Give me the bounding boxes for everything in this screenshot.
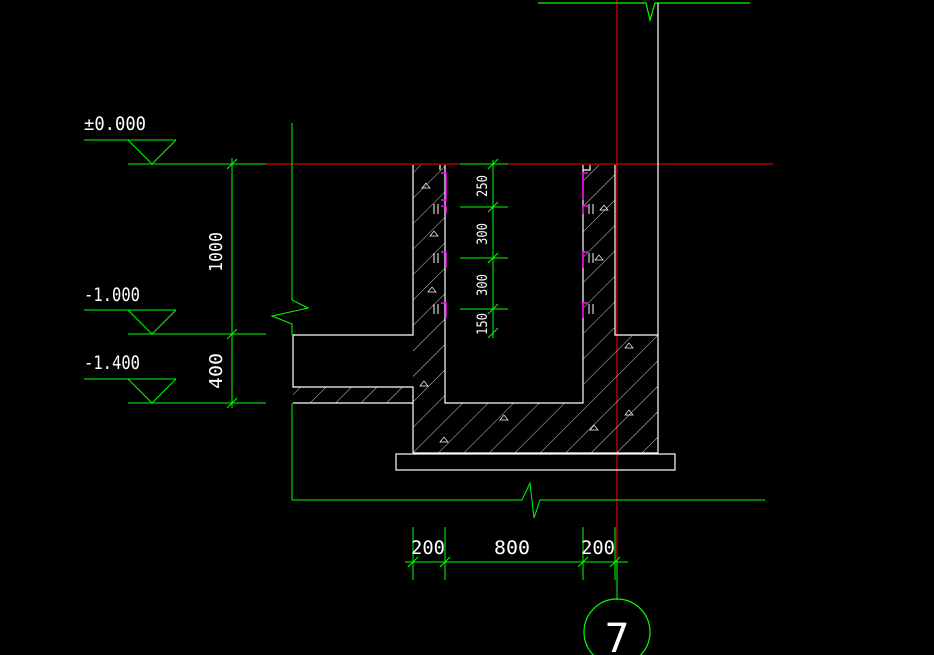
inner-dim-3: 300 xyxy=(475,274,491,296)
structure-outline xyxy=(292,2,750,471)
left-dimension-line xyxy=(226,158,238,409)
boundary-lines xyxy=(270,123,765,519)
top-break-line xyxy=(640,2,750,23)
right-wall-outline xyxy=(413,165,659,454)
concrete-hatch xyxy=(293,165,658,453)
axis-lines xyxy=(265,0,773,600)
bottom-dimension-line xyxy=(405,527,628,580)
inner-dimension-line xyxy=(460,158,508,339)
grid-axis-label: 7 xyxy=(604,616,629,655)
elevation-markers xyxy=(84,139,266,404)
pit-inner-outline xyxy=(444,165,584,404)
elevation-ground-label: ±0.000 xyxy=(84,113,146,135)
elevation-level-2-label: -1.400 xyxy=(84,352,140,374)
right-step xyxy=(583,165,591,171)
grid-axis-bubble: 7 xyxy=(583,560,651,655)
left-slab-outline xyxy=(292,165,414,404)
bottom-dim-left-wall: 200 xyxy=(411,537,445,559)
inner-dim-2: 300 xyxy=(475,223,491,245)
left-dim-lower: 400 xyxy=(206,353,227,389)
bottom-dim-right-wall: 200 xyxy=(581,537,615,559)
elevation-level-1-label: -1.000 xyxy=(84,284,140,306)
grid-axis-circle xyxy=(583,598,651,655)
rebar-marks xyxy=(441,172,588,318)
inner-dim-4: 150 xyxy=(475,313,491,335)
left-dim-upper: 1000 xyxy=(206,232,227,272)
rebar-ticks xyxy=(433,204,594,314)
inner-dim-1: 250 xyxy=(475,175,491,197)
bottom-break-line xyxy=(292,481,765,519)
bottom-dim-opening: 800 xyxy=(494,537,530,559)
left-break-line xyxy=(270,123,310,335)
base-pad xyxy=(395,453,676,471)
